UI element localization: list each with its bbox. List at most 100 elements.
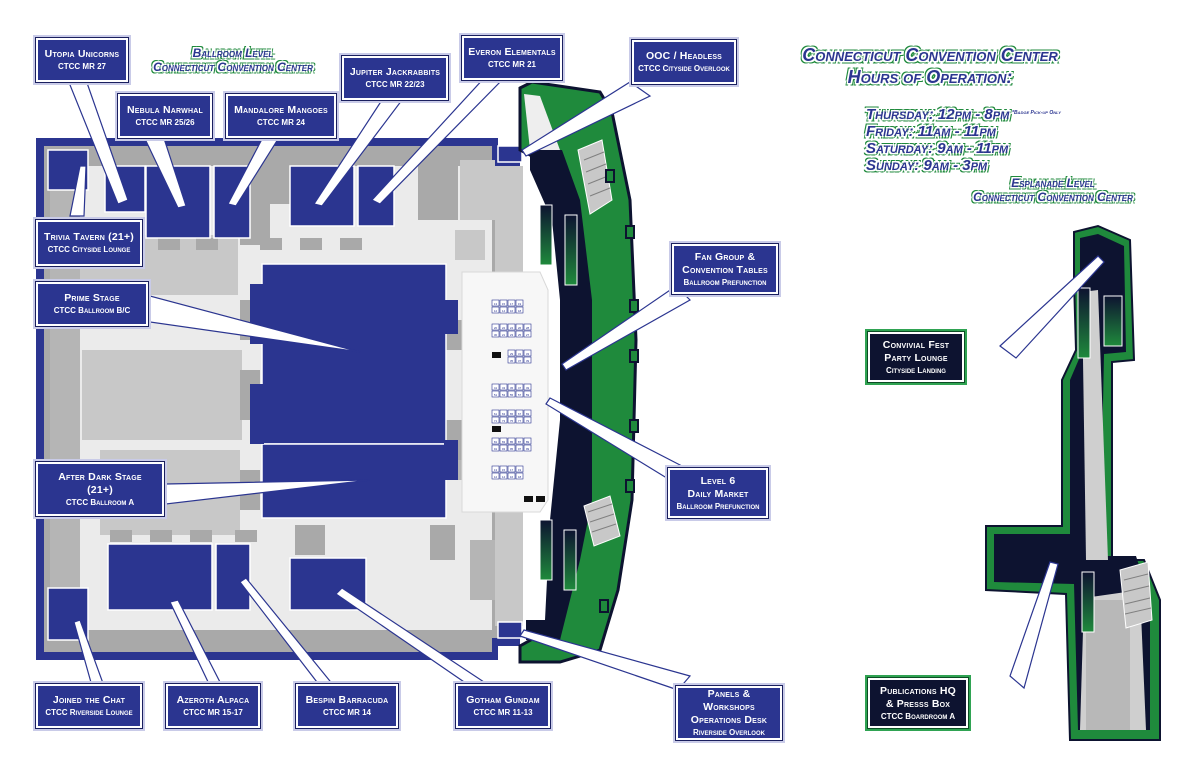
vendor-table-number: 33 <box>526 352 530 356</box>
label-everon-location: CTCC MR 21 <box>487 60 536 69</box>
label-ooc-headless[interactable]: OOC / Headless CTCC Cityside Overlook <box>631 39 737 85</box>
vendor-table-number: 24 <box>510 326 514 330</box>
label-ooc-name: OOC / Headless <box>645 50 723 62</box>
label-trivia-tavern[interactable]: Trivia Tavern (21+) CTCC Cityside Lounge <box>35 219 143 267</box>
vendor-table-cell <box>523 323 532 331</box>
label-after-dark-stage[interactable]: After Dark Stage (21+) CTCC Ballroom A <box>35 461 165 517</box>
vendor-table-cell <box>499 416 508 424</box>
vendor-table-cell <box>499 299 508 307</box>
hours-list: Thursday: 12pm - 8pm Friday: 11am - 11pm… <box>866 106 1016 174</box>
label-jupiter-jackrabbits[interactable]: Jupiter Jackrabbits CTCC MR 22/23 <box>341 55 449 101</box>
vendor-table-cell <box>523 444 532 452</box>
label-convivial-location: Cityside Landing <box>886 365 946 375</box>
booth-marker <box>492 426 501 432</box>
label-joined-the-chat[interactable]: Joined the Chat CTCC Riverside Lounge <box>35 683 143 729</box>
vendor-table-cell <box>515 409 524 417</box>
vendor-table-number: 15 <box>502 468 506 472</box>
vendor-table-cell <box>499 390 508 398</box>
esplanade-level-floorplan <box>985 224 1161 741</box>
hours-saturday: Saturday: 9am - 11pm <box>866 140 1009 157</box>
vendor-table-number: 16 <box>510 309 514 313</box>
vendor-table-number: 17 <box>510 302 514 306</box>
label-everon-name: Everon Elementals <box>468 46 556 58</box>
label-nebula-narwhal[interactable]: Nebula Narwhal CTCC MR 25/26 <box>117 93 213 139</box>
vendor-table-number: 89 <box>526 440 530 444</box>
label-utopia-name: Utopia Unicorns <box>44 48 120 60</box>
hours-thursday: Thursday: 12pm - 8pm <box>866 106 1010 123</box>
vendor-table-cell <box>515 472 524 480</box>
label-publications-hq[interactable]: Publications HQ & Presss Box CTCC Boardr… <box>867 677 969 729</box>
vendor-table-number: 63 <box>502 412 506 416</box>
vendor-table-number: 41 <box>494 386 498 390</box>
vendor-table-number: 65 <box>510 412 514 416</box>
esplanade-title-line2: Connecticut Convention Center <box>973 190 1133 204</box>
label-fangroup-location: Ballroom Prefunction <box>683 277 767 287</box>
label-jupiter-name: Jupiter Jackrabbits <box>349 66 441 78</box>
vendor-table-number: 25 <box>518 333 522 337</box>
vendor-table-number: 95 <box>510 447 514 451</box>
esplanade-level-title: Esplanade Level Connecticut Convention C… <box>958 176 1148 204</box>
label-nebula-location: CTCC MR 25/26 <box>135 118 195 127</box>
label-gotham-gundam[interactable]: Gotham Gundam CTCC MR 11-13 <box>455 683 551 729</box>
vendor-table-cell <box>515 416 524 424</box>
vendor-table-number: 35 <box>510 359 514 363</box>
label-bespin-name: Bespin Barracuda <box>305 694 389 706</box>
vendor-table-cell <box>499 306 508 314</box>
vendor-table-cell <box>507 416 516 424</box>
label-market-line1: Level 6 <box>700 474 736 487</box>
vendor-table-number: 75 <box>510 419 514 423</box>
vendor-table-number: 20 <box>494 326 498 330</box>
vendor-table-number: 51 <box>494 393 498 397</box>
label-pubs-line1: Publications HQ <box>880 684 956 697</box>
vendor-table-cell <box>523 330 532 338</box>
hours-title-line1: Connecticut Convention Center <box>802 45 1058 65</box>
vendor-table-cell <box>499 444 508 452</box>
label-azeroth-alpaca[interactable]: Azeroth Alpaca CTCC MR 15-17 <box>165 683 261 729</box>
vendor-table-number: 77 <box>518 419 522 423</box>
vendor-table-cell <box>523 349 532 357</box>
label-convivial-fest[interactable]: Convivial Fest Party Lounge Cityside Lan… <box>867 331 965 383</box>
vendor-table-number: 31 <box>518 352 522 356</box>
label-daily-market[interactable]: Level 6 Daily Market Ballroom Prefunctio… <box>667 467 769 519</box>
vendor-table-number: 79 <box>526 419 530 423</box>
vendor-table-cell <box>507 330 516 338</box>
vendor-table-cell <box>515 306 524 314</box>
label-panels-workshops[interactable]: Panels & Workshops Operations Desk River… <box>675 685 783 741</box>
vendor-table-cell <box>523 416 532 424</box>
label-bespin-barracuda[interactable]: Bespin Barracuda CTCC MR 14 <box>295 683 399 729</box>
vendor-table-cell <box>507 356 516 364</box>
label-prime-name: Prime Stage <box>64 292 120 304</box>
vendor-table-cell <box>491 437 500 445</box>
vendor-table-cell <box>507 409 516 417</box>
label-nebula-name: Nebula Narwhal <box>127 104 203 116</box>
vendor-table-cell <box>507 349 516 357</box>
vendor-table-cell <box>507 465 516 473</box>
vendor-table-number: 87 <box>518 440 522 444</box>
leader-lines <box>67 75 1105 691</box>
vendor-table-cell <box>491 444 500 452</box>
label-prime-stage[interactable]: Prime Stage CTCC Ballroom B/C <box>35 281 149 327</box>
vendor-table-number: 22 <box>502 326 506 330</box>
label-fan-group-tables[interactable]: Fan Group & Convention Tables Ballroom P… <box>671 243 779 295</box>
vendor-table-number: 28 <box>526 326 530 330</box>
label-utopia-unicorns[interactable]: Utopia Unicorns CTCC MR 27 <box>35 37 129 83</box>
vendor-table-cell <box>491 409 500 417</box>
vendor-table-cell <box>507 306 516 314</box>
vendor-table-cell <box>515 383 524 391</box>
vendor-table-number: 27 <box>526 333 530 337</box>
label-afterdark-name: After Dark Stage <box>58 470 142 483</box>
label-mandalore-mangoes[interactable]: Mandalore Mangoes CTCC MR 24 <box>225 93 337 139</box>
vendor-table-cell <box>515 390 524 398</box>
vendor-table-number: 29 <box>510 352 514 356</box>
vendor-table-number: 91 <box>494 447 498 451</box>
label-everon-elementals[interactable]: Everon Elementals CTCC MR 21 <box>461 35 563 81</box>
label-gotham-location: CTCC MR 11-13 <box>473 708 533 717</box>
label-panels-location: Riverside Overlook <box>693 728 765 737</box>
vendor-table-cell <box>491 390 500 398</box>
vendor-table-cell <box>515 330 524 338</box>
vendor-table-cell <box>507 390 516 398</box>
vendor-table-number: 83 <box>502 440 506 444</box>
label-trivia-location: CTCC Cityside Lounge <box>47 245 131 254</box>
vendor-table-cell <box>499 472 508 480</box>
